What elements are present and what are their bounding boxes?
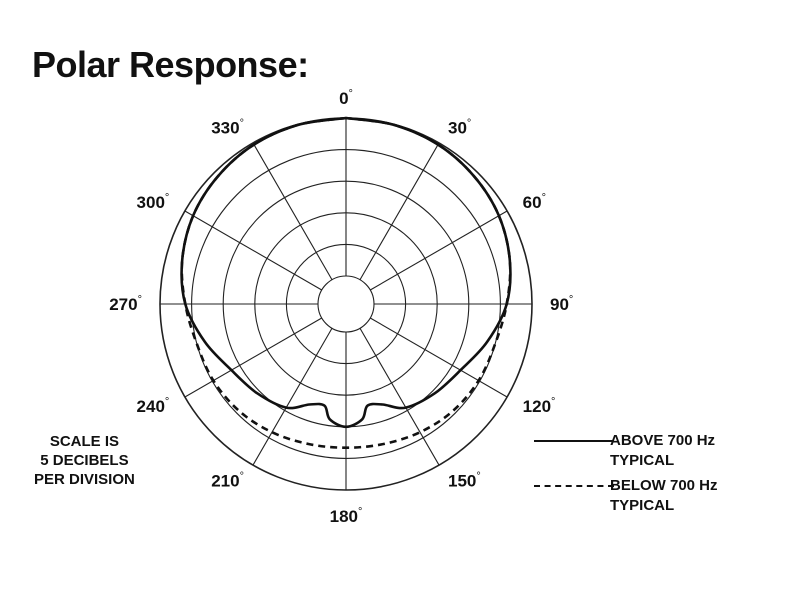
series-above-700hz: [180, 116, 512, 429]
angle-label: 120°: [523, 396, 556, 416]
degree-sign: °: [358, 506, 362, 518]
legend-label-line: BELOW 700 Hz: [610, 477, 718, 494]
angle-label: 30°: [448, 117, 471, 137]
angle-label: 180°: [330, 506, 363, 526]
legend-label: BELOW 700 Hz TYPICAL: [610, 476, 718, 516]
degree-sign: °: [542, 192, 546, 204]
grid-ring: [317, 275, 375, 333]
angle-label: 150°: [448, 471, 481, 491]
degree-sign: °: [240, 117, 244, 129]
scale-note-line: PER DIVISION: [34, 471, 135, 488]
grid-spoke: [184, 317, 323, 398]
angle-labels: 0° 30° 60° 90° 120° 150° 180° 210° 240° 270° 300° 3…: [109, 88, 573, 526]
angle-label: 210°: [211, 471, 244, 491]
grid-spoke: [369, 210, 508, 291]
scale-note-line: 5 DECIBELS: [40, 452, 129, 469]
legend-dashed-line: [534, 485, 614, 487]
legend-item-above: ABOVE 700 Hz TYPICAL: [522, 431, 762, 475]
degree-sign: °: [165, 396, 169, 408]
series-below-700hz: [180, 116, 512, 449]
scale-note: SCALE IS 5 DECIBELS PER DIVISION: [34, 432, 135, 489]
angle-label: 300°: [137, 192, 170, 212]
angle-label: 330°: [211, 117, 244, 137]
response-curves: [180, 116, 512, 449]
grid-spoke: [359, 142, 440, 281]
grid-spoke: [184, 210, 323, 291]
degree-sign: °: [551, 396, 555, 408]
degree-sign: °: [165, 192, 169, 204]
degree-sign: °: [240, 471, 244, 483]
degree-sign: °: [138, 294, 142, 306]
legend-label-line: ABOVE 700 Hz: [610, 432, 716, 449]
angle-label: 90°: [550, 294, 573, 314]
legend-label-line: TYPICAL: [610, 452, 675, 469]
grid-spoke: [369, 317, 508, 398]
degree-sign: °: [349, 88, 353, 100]
angle-label: 60°: [523, 192, 546, 212]
grid-spoke: [252, 142, 333, 281]
legend-label-line: TYPICAL: [610, 497, 675, 514]
scale-note-line: SCALE IS: [49, 433, 120, 450]
chart-title: Polar Response:: [32, 44, 309, 85]
degree-sign: °: [467, 117, 471, 129]
degree-sign: °: [476, 471, 480, 483]
grid-spoke: [252, 327, 333, 466]
angle-label: 240°: [137, 396, 170, 416]
angle-label: 270°: [109, 294, 142, 314]
legend-solid-line: [534, 440, 614, 442]
grid-spoke: [359, 327, 440, 466]
grid-spokes: [160, 118, 532, 490]
legend-item-below: BELOW 700 Hz TYPICAL: [522, 476, 762, 520]
degree-sign: °: [569, 294, 573, 306]
angle-label: 0°: [339, 88, 353, 108]
legend-label: ABOVE 700 Hz TYPICAL: [610, 431, 715, 471]
